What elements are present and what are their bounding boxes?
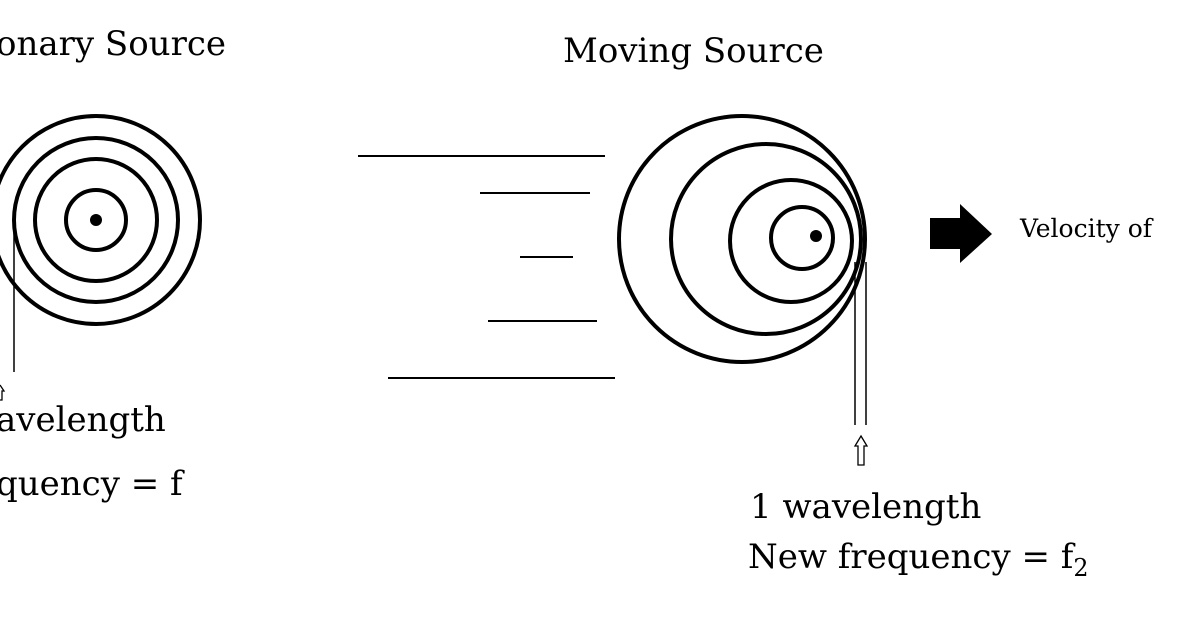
stationary-source-waves bbox=[0, 114, 202, 326]
moving-up-arrow-icon bbox=[853, 434, 869, 466]
wavefront-4 bbox=[769, 205, 835, 271]
moving-frequency-label: New frequency = f2 bbox=[748, 537, 1089, 582]
moving-source-waves bbox=[617, 114, 867, 364]
frequency-subscript: 2 bbox=[1073, 553, 1089, 582]
velocity-arrow-icon bbox=[930, 204, 992, 263]
frequency-text: New frequency = f bbox=[748, 537, 1074, 577]
wavefront-4 bbox=[64, 188, 128, 252]
stationary-up-arrow-icon bbox=[0, 384, 6, 401]
moving-source-dot bbox=[810, 230, 822, 242]
stationary-wavelength-label: avelength bbox=[0, 400, 166, 440]
stationary-frequency-label: quency = f bbox=[0, 464, 183, 504]
wavefront-1 bbox=[0, 114, 202, 326]
moving-wavelength-label: 1 wavelength bbox=[750, 487, 982, 527]
stationary-source-title: onary Source bbox=[0, 24, 226, 64]
moving-source-title: Moving Source bbox=[563, 31, 824, 71]
wavefront-2 bbox=[12, 136, 180, 304]
wavefront-1 bbox=[617, 114, 867, 364]
motion-lines bbox=[358, 155, 615, 379]
stationary-source-dot bbox=[90, 214, 102, 226]
wavefront-3 bbox=[33, 157, 159, 283]
wavefront-3 bbox=[728, 178, 854, 304]
velocity-label: Velocity of bbox=[1020, 214, 1153, 243]
moving-wavelength-marker bbox=[854, 262, 867, 425]
wavefront-2 bbox=[669, 142, 863, 336]
